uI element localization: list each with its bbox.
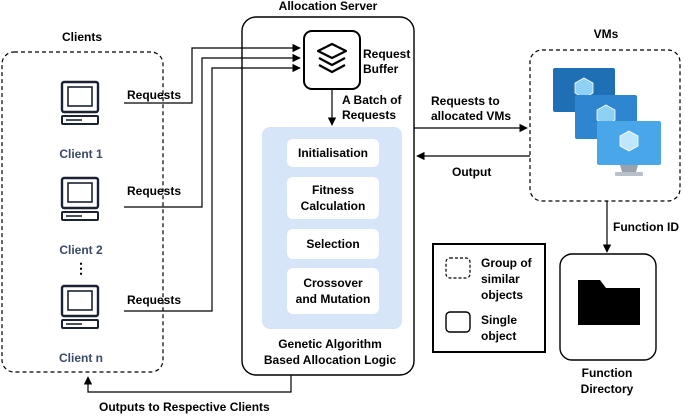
function-directory-box bbox=[559, 253, 657, 361]
legend-single-label: Single object bbox=[481, 313, 518, 343]
function-id-label: Function ID bbox=[613, 220, 679, 234]
request-arrow-1 bbox=[124, 43, 301, 104]
clients-title: Clients bbox=[61, 30, 103, 44]
computer-icon bbox=[60, 284, 100, 329]
vms-group-box bbox=[529, 49, 681, 202]
request-arrow-3 bbox=[124, 63, 301, 312]
vms-title: VMs bbox=[593, 27, 619, 41]
outputs-to-clients-label: Outputs to Respective Clients bbox=[99, 400, 270, 414]
virtual-machine-icon bbox=[553, 68, 661, 176]
output-label: Output bbox=[452, 165, 492, 179]
client-label: Client 2 bbox=[59, 243, 103, 257]
request-buffer-label: Request Buffer bbox=[363, 47, 411, 76]
legend-dashed-swatch bbox=[445, 257, 471, 279]
stack-layers-icon bbox=[303, 30, 361, 90]
allocation-server-title: Allocation Server bbox=[278, 0, 378, 13]
client-label: Client n bbox=[59, 351, 103, 365]
batch-label: A Batch of Requests bbox=[342, 93, 402, 122]
legend-box bbox=[432, 243, 546, 353]
legend-group-label: Group of similar objects bbox=[481, 256, 532, 302]
ga-step-initialisation: Initialisation bbox=[287, 139, 379, 167]
requests-label: Requests bbox=[127, 293, 182, 307]
ga-step-crossover: Crossover and Mutation bbox=[287, 268, 379, 314]
folder-icon bbox=[578, 280, 640, 325]
requests-label: Requests bbox=[127, 88, 182, 102]
ga-label: Genetic Algorithm Based Allocation Logic bbox=[263, 337, 397, 367]
request-arrow-2 bbox=[124, 53, 301, 208]
computer-icon bbox=[60, 176, 100, 221]
allocation-server-box bbox=[241, 16, 415, 376]
ga-step-selection: Selection bbox=[287, 229, 379, 259]
ga-step-fitness: Fitness Calculation bbox=[287, 177, 379, 219]
requests-to-vms-label: Requests to allocated VMs bbox=[431, 94, 512, 123]
outputs-to-clients-arrow bbox=[83, 375, 292, 393]
function-directory-label: Function Directory bbox=[580, 366, 634, 396]
legend-solid-swatch bbox=[445, 311, 471, 333]
requests-label: Requests bbox=[127, 184, 182, 198]
clients-group-box bbox=[1, 51, 164, 373]
computer-icon bbox=[60, 80, 100, 125]
clients-ellipsis: ⋮ bbox=[74, 260, 88, 276]
client-label: Client 1 bbox=[59, 147, 103, 161]
